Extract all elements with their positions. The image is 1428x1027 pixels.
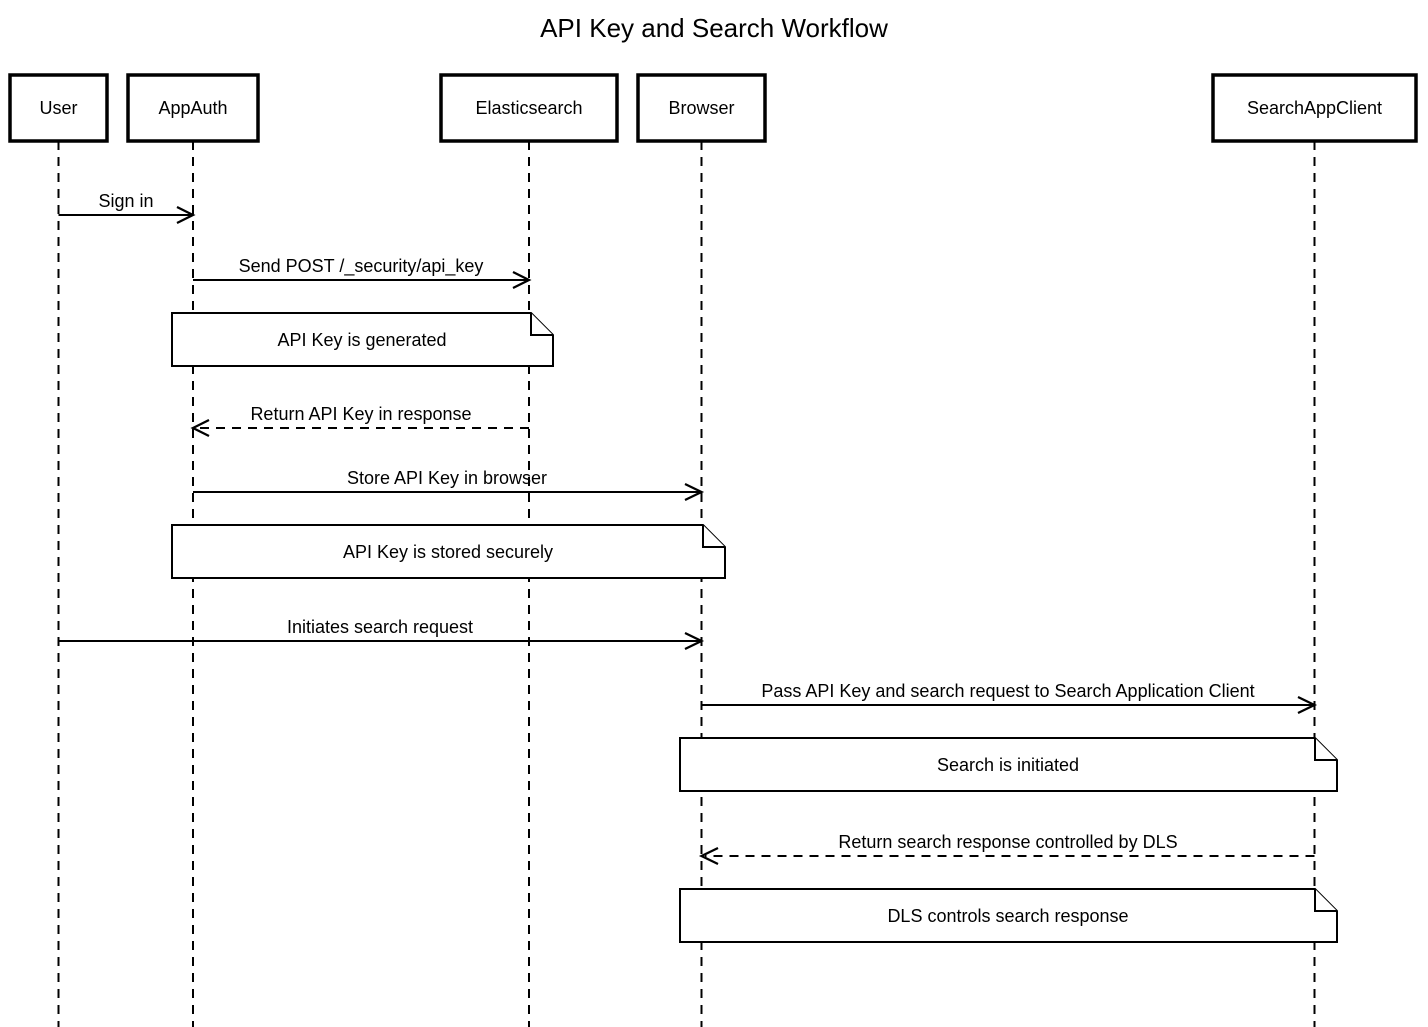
message-label: Send POST /_security/api_key bbox=[239, 256, 484, 277]
actor-elasticsearch: Elasticsearch bbox=[439, 73, 619, 143]
arrowhead-left-icon bbox=[190, 418, 210, 438]
actor-label-appauth: AppAuth bbox=[158, 98, 227, 118]
note-label: API Key is generated bbox=[277, 330, 446, 350]
diagram-title: API Key and Search Workflow bbox=[540, 13, 888, 43]
message-label: Store API Key in browser bbox=[347, 468, 547, 488]
message-return-api-key: Return API Key in response bbox=[190, 404, 529, 438]
note-fold-icon bbox=[702, 525, 725, 548]
actor-box-appauth bbox=[126, 73, 260, 143]
message-label: Return API Key in response bbox=[250, 404, 471, 424]
message-sign-in: Sign in bbox=[58, 191, 196, 225]
lifelines bbox=[57, 141, 1316, 1027]
message-store-api-key: Store API Key in browser bbox=[193, 468, 705, 502]
note-label: Search is initiated bbox=[937, 755, 1079, 775]
arrowhead-right-icon bbox=[1297, 695, 1318, 715]
note-search-initiated: Search is initiated bbox=[679, 737, 1338, 792]
note-fold-icon bbox=[530, 313, 553, 336]
actor-box-elasticsearch bbox=[439, 73, 619, 143]
actor-browser: Browser bbox=[636, 73, 767, 143]
note-shape bbox=[679, 888, 1338, 943]
message-label: Return search response controlled by DLS bbox=[838, 832, 1177, 852]
note-label: API Key is stored securely bbox=[343, 542, 553, 562]
message-pass-api-key: Pass API Key and search request to Searc… bbox=[701, 681, 1318, 715]
note-shape bbox=[171, 524, 726, 579]
message-initiates-search: Initiates search request bbox=[58, 617, 705, 651]
actor-box-searchappclient bbox=[1211, 73, 1418, 143]
actor-user: User bbox=[8, 73, 109, 143]
message-send-post-api-key: Send POST /_security/api_key bbox=[193, 256, 532, 290]
actor-label-elasticsearch: Elasticsearch bbox=[475, 98, 582, 118]
note-api-key-stored: API Key is stored securely bbox=[171, 524, 726, 579]
actor-label-searchappclient: SearchAppClient bbox=[1247, 98, 1382, 118]
actor-label-user: User bbox=[39, 98, 77, 118]
note-fold-icon bbox=[1314, 889, 1337, 912]
actor-box-browser bbox=[636, 73, 767, 143]
actor-searchappclient: SearchAppClient bbox=[1211, 73, 1418, 143]
note-api-key-generated: API Key is generated bbox=[171, 312, 554, 367]
actor-appauth: AppAuth bbox=[126, 73, 260, 143]
note-label: DLS controls search response bbox=[887, 906, 1128, 926]
arrowhead-right-icon bbox=[684, 482, 705, 502]
message-return-search-response: Return search response controlled by DLS bbox=[698, 832, 1315, 866]
message-label: Pass API Key and search request to Searc… bbox=[761, 681, 1254, 701]
message-label: Sign in bbox=[98, 191, 153, 211]
arrowhead-right-icon bbox=[176, 205, 196, 225]
actor-label-browser: Browser bbox=[668, 98, 734, 118]
note-dls-controls-response: DLS controls search response bbox=[679, 888, 1338, 943]
arrowhead-right-icon bbox=[684, 631, 705, 651]
arrowhead-left-icon bbox=[698, 846, 719, 866]
actor-box-user bbox=[8, 73, 109, 143]
note-shape bbox=[171, 312, 554, 367]
message-label: Initiates search request bbox=[287, 617, 473, 637]
arrowhead-right-icon bbox=[512, 270, 532, 290]
note-shape bbox=[679, 737, 1338, 792]
note-fold-icon bbox=[1314, 738, 1337, 761]
